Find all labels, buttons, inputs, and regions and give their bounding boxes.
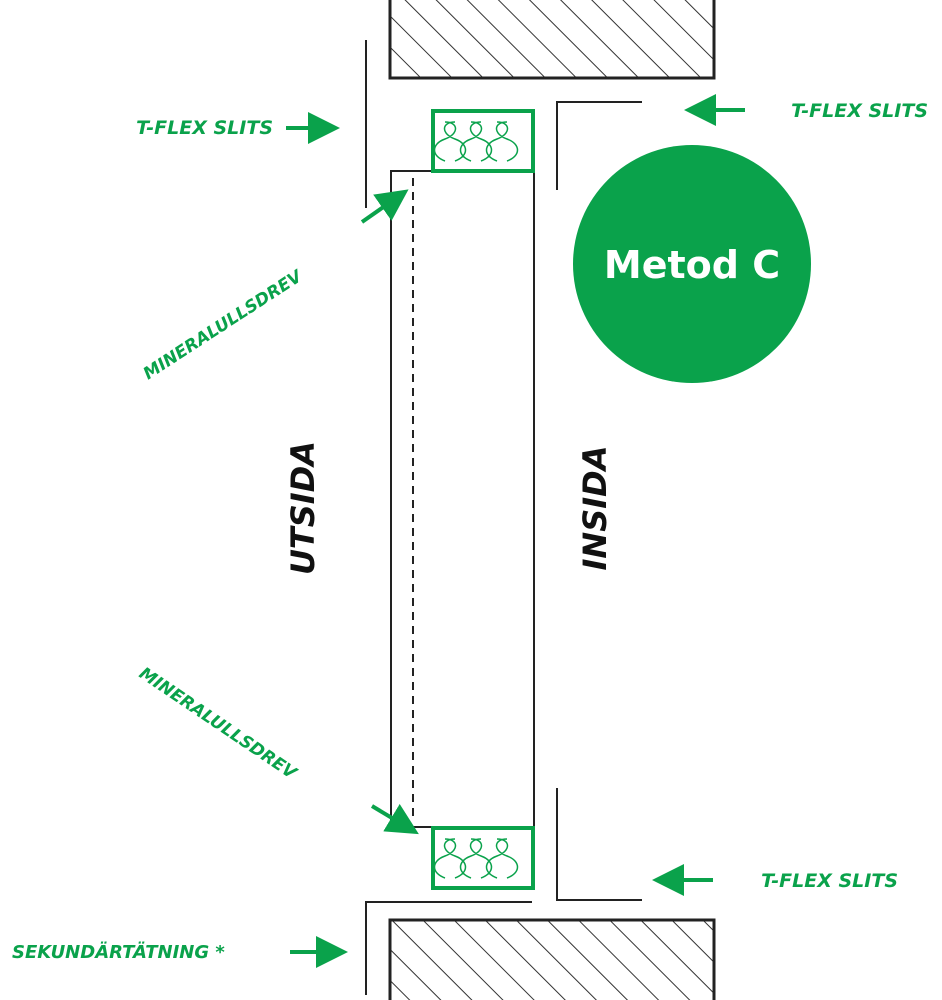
tflex-membrane-right-top — [556, 101, 642, 190]
secondary-seal-line — [365, 901, 532, 995]
label-outside: UTSIDA — [284, 441, 322, 575]
label-inside: INSIDA — [576, 446, 614, 571]
label-mineral-top: MINERALULLSDREV — [140, 266, 308, 384]
wall-block-top — [388, 0, 716, 80]
label-mineral-bottom: MINERALULLSDREV — [135, 664, 301, 785]
label-tflex-top-left: T-FLEX SLITS — [136, 117, 273, 139]
label-tflex-top-right: T-FLEX SLITS — [791, 100, 928, 122]
method-badge-label: Metod C — [604, 243, 780, 287]
insulation-bottom — [431, 826, 535, 890]
tflex-membrane-right-bottom — [556, 788, 642, 901]
window-frame — [390, 170, 535, 828]
method-badge — [573, 145, 811, 383]
wall-block-bottom — [388, 918, 716, 1000]
label-tflex-bottom-right: T-FLEX SLITS — [761, 870, 898, 892]
arrow-mineral-top — [360, 189, 409, 224]
insulation-top — [431, 109, 535, 173]
arrow-mineral-bottom — [370, 803, 419, 835]
label-secondary-seal: SEKUNDÄRTÄTNING * — [12, 941, 225, 963]
